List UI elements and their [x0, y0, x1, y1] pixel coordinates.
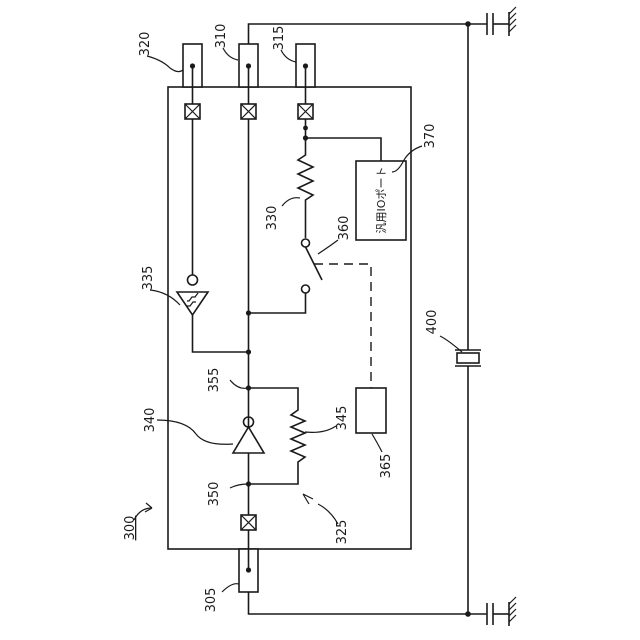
io-port-label: 汎用IOポート — [374, 167, 388, 234]
inverter-340 — [233, 427, 264, 453]
label-335: 335 — [141, 266, 156, 291]
label-340: 340 — [143, 408, 158, 433]
leader-320 — [147, 56, 183, 72]
label-360: 360 — [337, 216, 352, 241]
label-300: 300 — [123, 516, 138, 541]
leader-335 — [150, 290, 180, 305]
control-block-365 — [356, 388, 386, 433]
leader-315 — [281, 50, 296, 62]
pad-320 — [185, 104, 200, 119]
label-320: 320 — [138, 32, 153, 57]
leader-330 — [282, 198, 300, 206]
switch-contact-top — [302, 239, 310, 247]
leader-400 — [440, 336, 462, 352]
switch-control-line — [314, 264, 371, 388]
label-355: 355 — [207, 368, 222, 393]
chip-outline — [168, 87, 411, 549]
label-325: 325 — [335, 520, 350, 545]
arrow-325 — [303, 494, 313, 504]
capacitor-top — [468, 7, 516, 36]
wire-switch-lower — [249, 293, 306, 313]
label-350: 350 — [207, 482, 222, 507]
arrow-300 — [145, 503, 152, 512]
capacitor-bottom — [468, 597, 516, 626]
pad-315 — [298, 104, 313, 119]
leader-305 — [222, 584, 239, 592]
leader-355 — [230, 380, 248, 388]
leader-345 — [305, 426, 336, 432]
pad-305 — [241, 515, 256, 530]
switch-contact-bottom — [302, 285, 310, 293]
leader-310 — [223, 48, 238, 60]
buffer-bubble — [188, 275, 198, 285]
label-305: 305 — [204, 588, 219, 613]
wire-buffer-out — [193, 315, 249, 352]
wire-io-port — [306, 138, 382, 161]
leader-350 — [230, 484, 248, 488]
label-310: 310 — [214, 24, 229, 49]
leader-365 — [372, 434, 382, 452]
label-330: 330 — [265, 206, 280, 231]
crystal-400 — [455, 350, 481, 366]
resistor-330 — [298, 138, 313, 238]
pad-310 — [241, 104, 256, 119]
label-365: 365 — [379, 454, 394, 479]
label-345: 345 — [335, 406, 350, 431]
leader-360 — [318, 240, 338, 254]
resistor-345 — [249, 388, 306, 484]
label-400: 400 — [425, 310, 440, 335]
label-370: 370 — [423, 124, 438, 149]
label-315: 315 — [272, 26, 287, 51]
